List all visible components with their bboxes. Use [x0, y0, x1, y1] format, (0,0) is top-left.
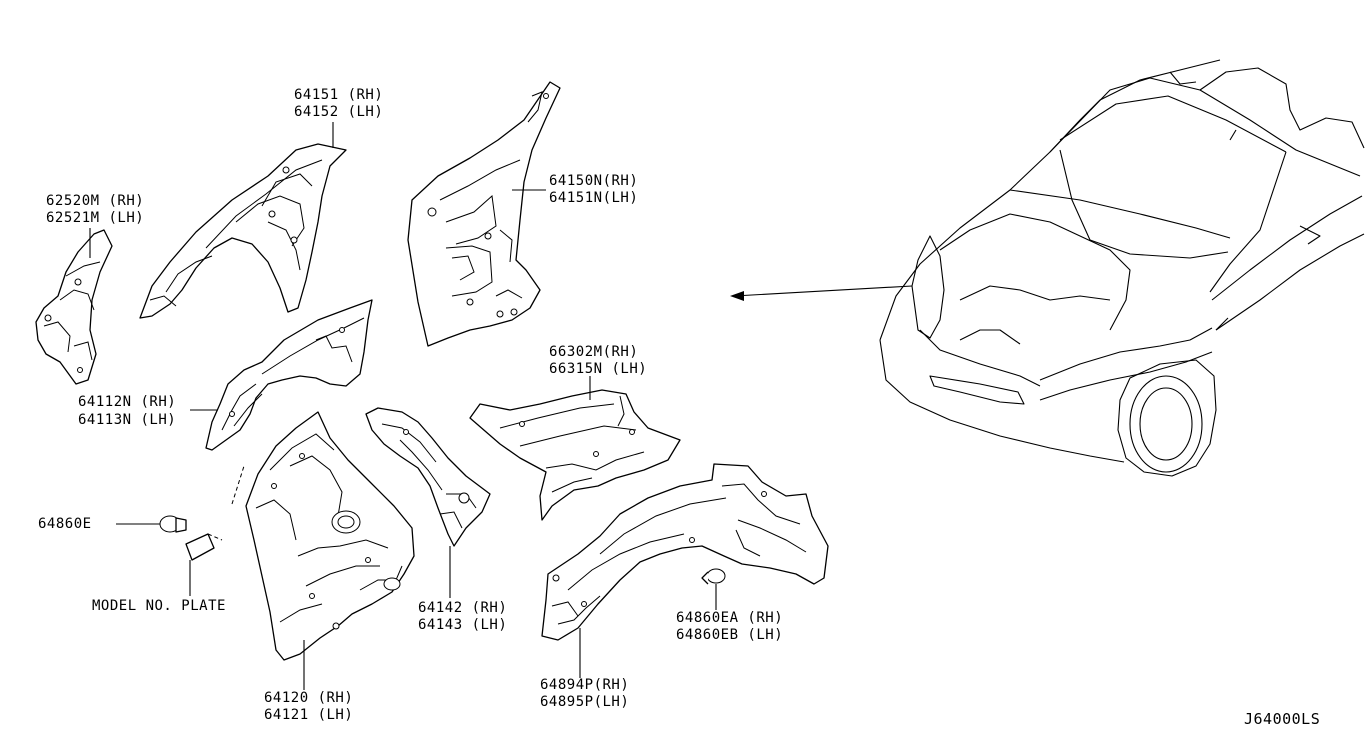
plug-side-part[interactable] [701, 568, 726, 585]
hoodledge-upper-part[interactable] [139, 143, 347, 319]
label-64143-lh: 64143 (LH) [418, 617, 508, 633]
label-64120-rh: 64120 (RH) [264, 690, 354, 706]
hoodledge-reinf-part[interactable] [205, 299, 373, 451]
label-64152-lh: 64152 (LH) [294, 104, 384, 120]
diagram-code: J64000LS [1244, 710, 1321, 728]
label-64113n-lh: 64113N (LH) [78, 412, 177, 428]
plug-dashed-line [207, 533, 223, 541]
side-panel-part[interactable] [541, 463, 829, 641]
label-62521m-lh: 62521M (LH) [46, 210, 145, 226]
label-64860ea-rh: 64860EA (RH) [676, 610, 784, 626]
label-64860eb-lh: 64860EB (LH) [676, 627, 784, 643]
label-64894p-rh: 64894P(RH) [540, 677, 630, 693]
plate-dashed-line [231, 465, 245, 505]
bracket-part[interactable] [35, 229, 113, 385]
label-64112n-rh: 64112N (RH) [78, 394, 177, 410]
label-62520m-rh: 62520M (RH) [46, 193, 145, 209]
plate-part[interactable] [185, 533, 215, 561]
label-64121-lh: 64121 (LH) [264, 707, 354, 723]
label-66315n-lh: 66315N (LH) [549, 361, 648, 377]
label-64142-rh: 64142 (RH) [418, 600, 508, 616]
location-arrow [730, 285, 913, 301]
label-64150n-rh: 64150N(RH) [549, 173, 639, 189]
label-64151n-lh: 64151N(LH) [549, 190, 639, 206]
label-64860e: 64860E [38, 516, 92, 532]
label-64895p-lh: 64895P(LH) [540, 694, 630, 710]
plug-part[interactable] [159, 515, 187, 533]
hoodledge-lower-part[interactable] [365, 407, 491, 547]
label-model-no-plate: MODEL NO. PLATE [92, 598, 226, 614]
hoodledge-rear-part[interactable] [407, 81, 561, 347]
label-66302m-rh: 66302M(RH) [549, 344, 639, 360]
member-part[interactable] [469, 389, 681, 521]
car-illustration [879, 59, 1365, 477]
label-64151-rh: 64151 (RH) [294, 87, 384, 103]
housing-part[interactable] [245, 411, 415, 661]
